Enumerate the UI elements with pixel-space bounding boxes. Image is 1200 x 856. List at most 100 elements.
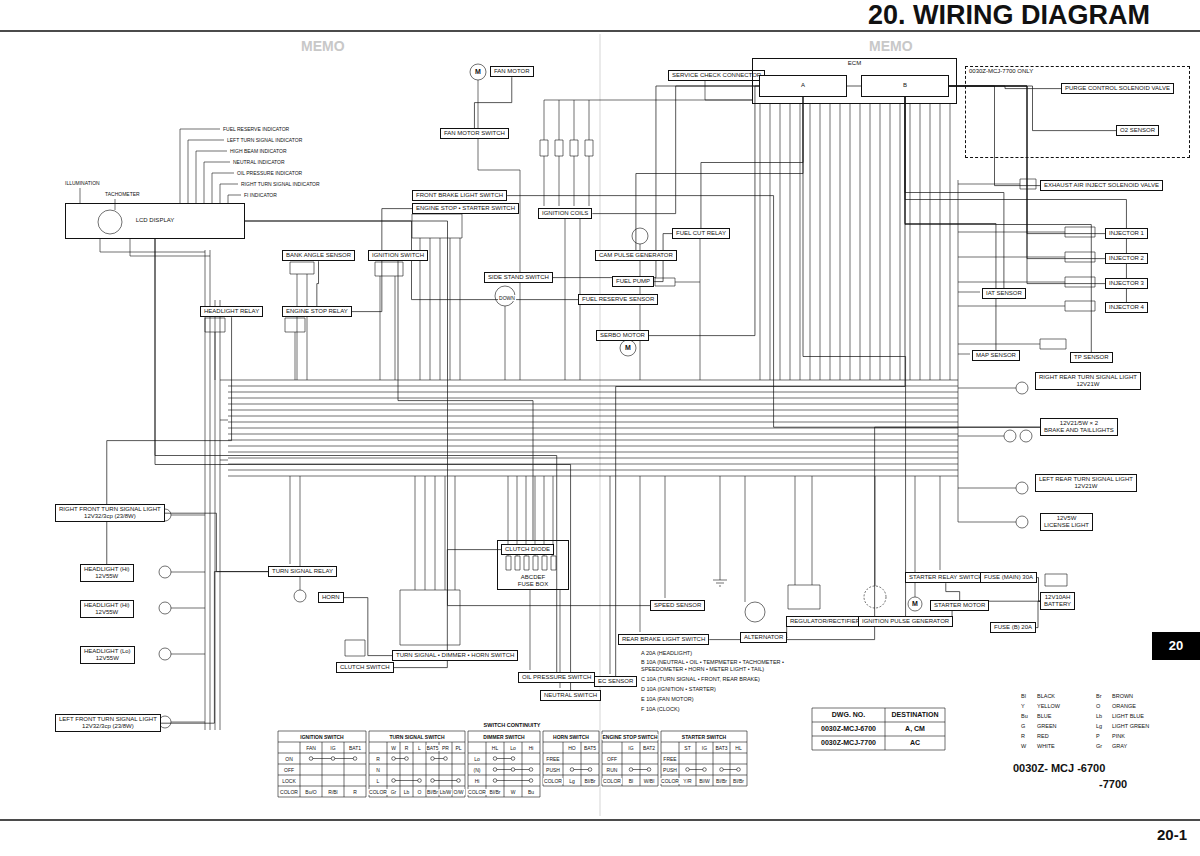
component-label: EXHAUST AIR INJECT SOLENOID VALVE <box>1043 182 1160 189</box>
wire <box>398 261 533 540</box>
indicator-name: FI INDICATOR <box>243 192 278 198</box>
terminal-name: HO <box>567 745 577 751</box>
wire <box>949 86 1105 284</box>
wire <box>165 513 268 571</box>
terminal-name: PL <box>454 745 462 751</box>
indicator-name: HIGH BEAM INDICATOR <box>229 148 288 154</box>
upper-wires <box>215 79 752 380</box>
component-box: HEADLIGHT (Hi)12V55W <box>80 564 134 582</box>
component-label: REGULATOR/RECTIFIER <box>789 618 861 625</box>
color-name: GREEN <box>1036 723 1058 730</box>
table-title: SWITCH CONTINUITY <box>483 722 542 729</box>
wire <box>949 86 1040 186</box>
terminal-name: BAT3 <box>714 745 728 751</box>
color-name: RED <box>1036 733 1050 740</box>
table-heading: STARTER SWITCH <box>681 734 727 740</box>
switch-position: LOCK <box>281 778 297 784</box>
indicator-name: OIL PRESSURE INDICATOR <box>236 170 303 176</box>
color-code: Br <box>1095 693 1103 700</box>
alternator-symbol <box>745 602 765 622</box>
color-code: Gr <box>1095 743 1103 750</box>
component-label: TURN SIGNAL • DIMMER • HORN SWITCH <box>395 652 515 659</box>
component-box: CAM PULSE GENERATOR <box>595 250 677 261</box>
component-box: HEADLIGHT (Lo)12V55W <box>80 646 135 664</box>
component-box: 12V10AHBATTERY <box>1040 592 1075 610</box>
wire <box>786 622 787 638</box>
component-box: IGNITION PULSE GENERATOR <box>858 616 953 627</box>
terminal-name: L <box>417 745 422 751</box>
wire-color: Bu <box>527 789 535 795</box>
switch-table-grid <box>661 731 747 786</box>
switch-position: PUSH <box>545 767 561 773</box>
component-label: IGNITION COILS <box>541 210 589 217</box>
component-label: 12V5W <box>1056 515 1078 522</box>
color-name: BLACK <box>1036 693 1056 700</box>
component-label: 12V10AH <box>1044 594 1072 601</box>
bulb-symbol <box>1016 516 1028 528</box>
switch-position: R <box>375 756 381 762</box>
wire <box>759 76 765 86</box>
ecm-unit: ECMAB <box>752 58 957 104</box>
component-box: 12V5WLICENSE LIGHT <box>1040 513 1093 531</box>
switch-table-grid <box>468 731 540 797</box>
component-label: 12V21/5W × 2 <box>1059 420 1099 427</box>
wire <box>245 221 578 300</box>
wire <box>155 239 557 672</box>
fuse-rating: E 10A (FAN MOTOR) <box>640 696 694 703</box>
terminal-name: IG <box>701 745 708 751</box>
wire-color: R <box>352 789 358 795</box>
switch-position: ON <box>284 756 294 762</box>
component-label: HEADLIGHT (Hi) <box>83 566 131 573</box>
component-label: BATTERY <box>1043 601 1072 608</box>
side-stand-symbol <box>495 286 515 306</box>
page-title: 20. WIRING DIAGRAM <box>868 0 1150 30</box>
terminal-name: IG <box>627 745 634 751</box>
table-heading: HORN SWITCH <box>552 734 590 740</box>
component-label: FAN MOTOR SWITCH <box>443 130 506 137</box>
component-label: RIGHT FRONT TURN SIGNAL LIGHT <box>58 506 162 513</box>
combination-meter: LCD DISPLAY <box>65 203 245 239</box>
component-box: INJECTOR 4 <box>1105 302 1148 313</box>
color-name: ORANGE <box>1111 703 1137 710</box>
wire-color: R/Bl <box>327 789 338 795</box>
wire <box>155 239 571 690</box>
component-box: STARTER RELAY SWITCH <box>905 572 987 583</box>
component-box: ENGINE STOP RELAY <box>282 306 352 317</box>
wire-color: Bl/Br <box>732 778 745 784</box>
component-label: A <box>800 82 806 89</box>
component-label: 12V21W <box>1075 381 1100 388</box>
component-label: EC SENSOR <box>597 678 634 685</box>
table-heading: ENGINE STOP SWITCH <box>601 734 658 740</box>
component-label: HEADLIGHT RELAY <box>203 308 260 315</box>
table-cell: 0030Z-MCJ-6700 <box>820 725 877 733</box>
color-name: BLUE <box>1036 713 1052 720</box>
component-box: FAN MOTOR SWITCH <box>440 128 509 139</box>
wire <box>1037 578 1040 602</box>
wire <box>905 97 996 350</box>
wire <box>317 261 319 306</box>
cam-pulse-symbol <box>632 228 648 244</box>
bulb-symbol <box>159 716 171 728</box>
component-label: RIGHT REAR TURN SIGNAL LIGHT <box>1038 374 1138 381</box>
component-label: LICENSE LIGHT <box>1043 522 1090 529</box>
terminal-name: BAT5 <box>583 745 597 751</box>
component-label: TURN SIGNAL RELAY <box>271 568 334 575</box>
switch-position: DOWN <box>498 295 516 301</box>
terminal-name: BAT2 <box>642 745 656 751</box>
component-label: IGNITION SWITCH <box>371 252 425 259</box>
wire-color: Bl/Br <box>715 778 728 784</box>
wire-color: O <box>417 789 423 795</box>
front-wires <box>100 239 228 730</box>
wire-color: Bl/Br <box>426 789 439 795</box>
component-label: SPEED SENSOR <box>653 602 702 609</box>
color-name: GRAY <box>1111 743 1128 750</box>
terminal-name: BAT1 <box>348 745 362 751</box>
color-name: WHITE <box>1036 743 1056 750</box>
component-label: OIL PRESSURE SWITCH <box>521 674 592 681</box>
continuity-line <box>311 759 739 781</box>
switch-position: COLOR <box>543 778 563 784</box>
wire <box>553 86 759 278</box>
wiring-harness <box>0 31 1200 820</box>
component-label: 12V21W <box>1073 483 1098 490</box>
